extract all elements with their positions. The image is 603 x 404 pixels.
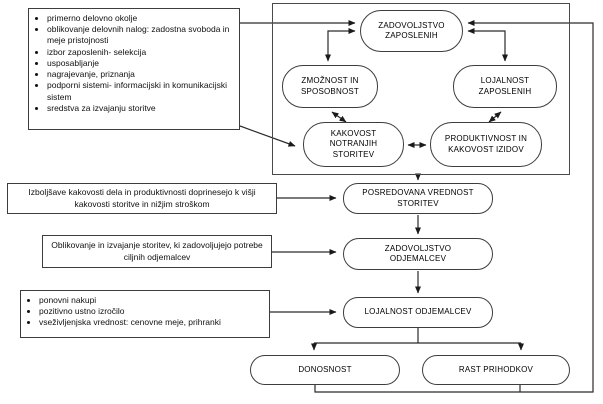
list-item: vseživljenjska vrednost: cenovne meje, p…	[39, 317, 265, 328]
list-item: ponovni nakupi	[39, 295, 265, 306]
node-service-value: POSREDOVANA VREDNOST STORITEV	[343, 183, 493, 214]
node-profitability: DONOSNOST	[250, 355, 400, 385]
hr-practices-list: primerno delovno okolje oblikovanje delo…	[35, 13, 235, 114]
node-capability: ZMOŽNOST IN SPOSOBNOST	[282, 65, 378, 108]
node-employee-loyalty: LOJALNOST ZAPOSLENIH	[453, 65, 557, 108]
list-item: izbor zaposlenih- selekcija	[47, 47, 235, 58]
line-loyalty-branch	[314, 328, 521, 344]
node-label: PRODUKTIVNOST IN KAKOVOST IZIDOV	[444, 134, 528, 154]
list-item: oblikovanje delovnih nalog: zadostna svo…	[47, 24, 235, 46]
arrow-capability-internal-quality	[331, 111, 347, 123]
hr-practices-panel: primerno delovno okolje oblikovanje delo…	[28, 8, 240, 130]
quality-note-box: Izboljšave kakovosti dela in produktivno…	[7, 183, 277, 214]
node-productivity: PRODUKTIVNOST IN KAKOVOST IZIDOV	[430, 122, 542, 167]
node-customer-loyalty: LOJALNOST ODJEMALCEV	[343, 297, 493, 328]
design-note-box: Oblikovanje in izvajanje storitev, ki za…	[42, 235, 272, 268]
list-item: podporni sistemi- informacijski in komun…	[47, 80, 235, 102]
arrow-satisfaction-employee-loyalty	[467, 28, 508, 62]
node-label: POSREDOVANA VREDNOST STORITEV	[362, 188, 474, 208]
loyalty-outcomes-list: ponovni nakupi pozitivno ustno izročilo …	[27, 295, 265, 329]
note-text: Oblikovanje in izvajanje storitev, ki za…	[51, 240, 263, 262]
arrow-loyalty-productivity	[488, 111, 502, 123]
node-customer-satisfaction: ZADOVOLJSTVO ODJEMALCEV	[343, 238, 493, 270]
node-label: LOJALNOST ODJEMALCEV	[364, 307, 472, 317]
loyalty-outcomes-panel: ponovni nakupi pozitivno ustno izročilo …	[20, 290, 270, 338]
node-label: RAST PRIHODKOV	[458, 364, 534, 374]
node-label: LOJALNOST ZAPOSLENIH	[478, 76, 532, 96]
arrow-satisfaction-capability	[325, 28, 356, 62]
employee-group-frame	[272, 3, 570, 175]
node-revenue-growth: RAST PRIHODKOV	[422, 355, 570, 385]
node-label: DONOSNOST	[298, 364, 352, 374]
list-item: nagrajevanje, priznanja	[47, 69, 235, 80]
node-internal-service-quality: KAKOVOST NOTRANJIH STORITEV	[303, 122, 404, 167]
list-item: primerno delovno okolje	[47, 13, 235, 24]
node-label: KAKOVOST NOTRANJIH STORITEV	[329, 128, 378, 159]
node-label: ZMOŽNOST IN SPOSOBNOST	[300, 76, 359, 96]
list-item: usposabljanje	[47, 58, 235, 69]
arrow-hr-to-internal-quality	[239, 125, 296, 147]
note-text: Izboljšave kakovosti dela in produktivno…	[28, 187, 256, 209]
list-item: sredstva za izvajanju storitve	[47, 103, 235, 114]
node-label: ZADOVOLJSTVO ODJEMALCEV	[384, 243, 452, 263]
list-item: pozitivno ustno izročilo	[39, 306, 265, 317]
node-label: ZADOVOLJSTVO ZAPOSLENIH	[378, 20, 445, 40]
node-employee-satisfaction: ZADOVOLJSTVO ZAPOSLENIH	[360, 10, 463, 52]
arrow-feedback-loop	[314, 20, 594, 393]
